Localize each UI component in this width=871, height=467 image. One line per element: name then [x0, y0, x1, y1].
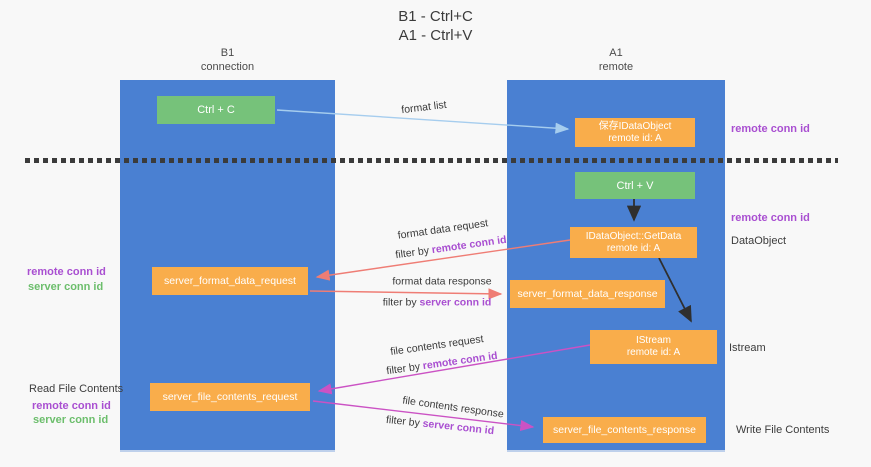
- format-list-arrow: [276, 109, 570, 134]
- server-file-contents-request-label: server_file_contents_request: [162, 391, 298, 403]
- ctrl-v-label: Ctrl + V: [616, 179, 654, 192]
- server-conn-id-label-left: server conn id: [28, 281, 104, 293]
- server-format-data-response-label: server_format_data_response: [517, 288, 658, 300]
- idataobject-getdata-box: IDataObject::GetData remote id: A: [570, 227, 697, 258]
- istream-side-label: Istream: [729, 342, 766, 354]
- server-file-contents-response-label: server_file_contents_response: [552, 424, 696, 436]
- remote-conn-id-label-right: remote conn id: [731, 212, 810, 224]
- ctrl-v-box: Ctrl + V: [575, 172, 695, 199]
- server-conn-id-text: server conn id: [419, 296, 492, 309]
- dataobject-label: DataObject: [731, 235, 787, 247]
- remote-conn-id-label-top-right: remote conn id: [731, 123, 810, 135]
- diagram-title: B1 - Ctrl+C A1 - Ctrl+V: [0, 7, 871, 45]
- format-data-response-label: format data response: [392, 275, 492, 288]
- save-idataobject-box: 保存IDataObject remote id: A: [575, 118, 695, 147]
- remote-conn-id-label-left: remote conn id: [27, 266, 106, 278]
- istream-label: IStream: [635, 335, 671, 346]
- format-data-request-arrow: [315, 239, 571, 281]
- save-idataobject-remote-id: remote id: A: [608, 132, 662, 144]
- title-line-2: A1 - Ctrl+V: [398, 27, 473, 44]
- getdata-to-istream-arrow: [658, 257, 692, 323]
- remote-conn-id-label-bottom-left: remote conn id: [32, 400, 111, 412]
- column-b1-role: connection: [200, 61, 255, 73]
- server-conn-id-label-bottom-left: server conn id: [33, 414, 109, 426]
- write-file-contents-label: Write File Contents: [736, 424, 830, 436]
- filter-by-text: filter by: [385, 413, 421, 430]
- server-file-contents-response-box: server_file_contents_response: [543, 417, 706, 443]
- filter-by-text: filter by: [382, 296, 417, 309]
- server-format-data-request-label: server_format_data_request: [164, 275, 296, 287]
- column-b1-name: B1: [220, 47, 235, 59]
- idataobject-getdata-remote-id: remote id: A: [606, 242, 661, 254]
- server-format-data-response-box: server_format_data_response: [510, 280, 665, 308]
- format-data-response-arrow: [309, 288, 503, 300]
- session-divider-dashed-line: [25, 158, 838, 163]
- idataobject-getdata-label: IDataObject::GetData: [585, 230, 682, 242]
- file-contents-response-arrow: [312, 400, 535, 432]
- file-contents-request-arrow: [317, 344, 591, 395]
- ctrl-c-box: Ctrl + C: [157, 96, 275, 124]
- server-format-data-request-box: server_format_data_request: [152, 267, 308, 295]
- save-idataobject-label: 保存IDataObject: [598, 120, 672, 132]
- column-header-b1: B1 connection: [120, 46, 335, 74]
- server-file-contents-request-box: server_file_contents_request: [150, 383, 310, 411]
- title-line-1: B1 - Ctrl+C: [398, 8, 473, 25]
- istream-box: IStream remote id: A: [590, 330, 717, 364]
- column-a1-role: remote: [598, 61, 634, 73]
- istream-remote-id: remote id: A: [626, 347, 681, 358]
- ctrl-c-label: Ctrl + C: [197, 104, 235, 116]
- read-file-contents-label: Read File Contents: [29, 383, 124, 395]
- column-a1-name: A1: [609, 47, 623, 59]
- column-header-a1: A1 remote: [507, 46, 725, 74]
- filter-by-server-conn-id-label-1: filter by server conn id: [383, 297, 492, 310]
